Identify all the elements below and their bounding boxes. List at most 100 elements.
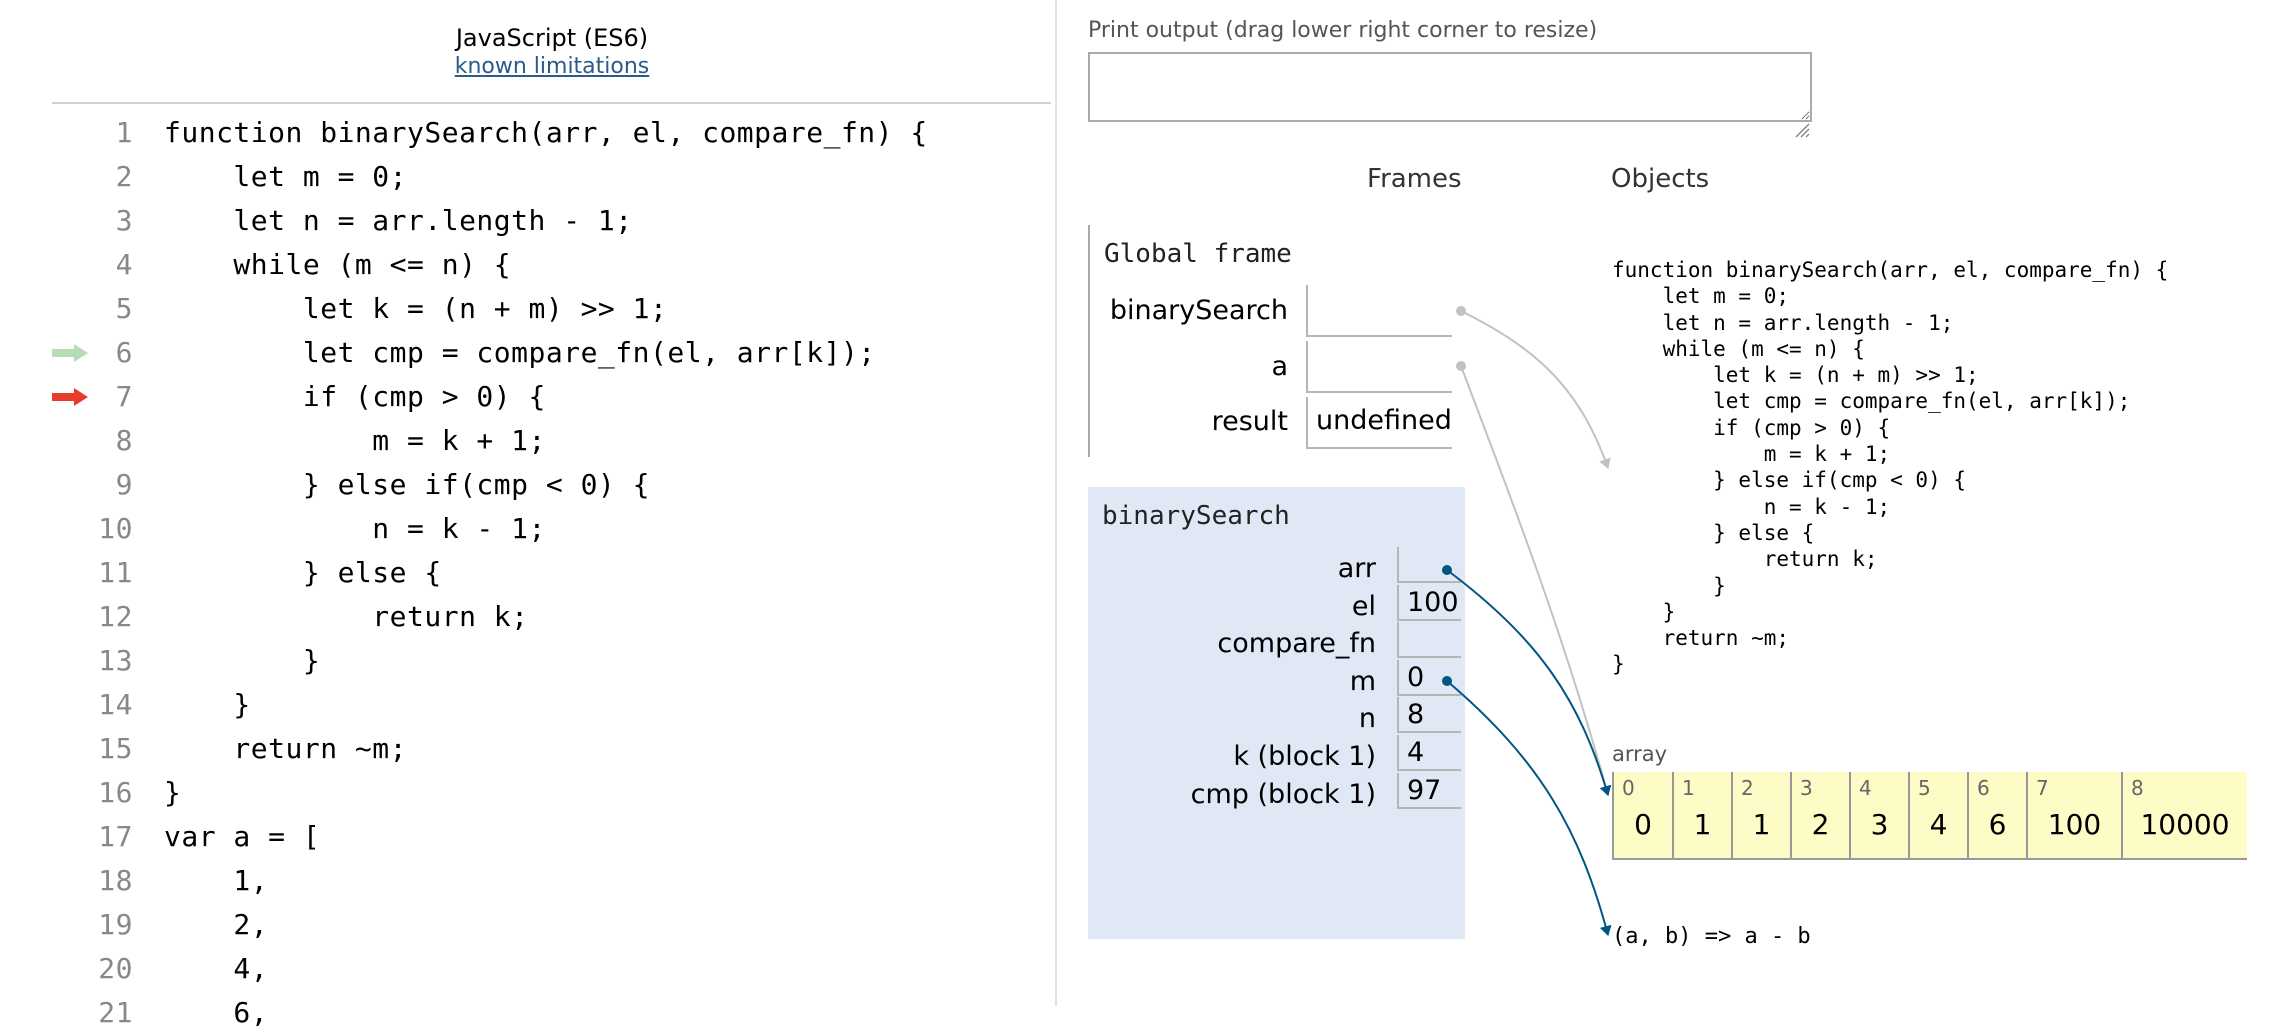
array-index: 3 — [1800, 776, 1813, 800]
frame-var-name: cmp (block 1) — [1190, 778, 1376, 810]
frame-var-value: 4 — [1397, 735, 1461, 771]
code-line: 5 let k = (n + m) >> 1; — [0, 287, 1050, 331]
code-line: 13 } — [0, 639, 1050, 683]
line-number[interactable]: 2 — [115, 160, 133, 193]
var-name-result: result — [1211, 406, 1288, 437]
line-number[interactable]: 16 — [98, 776, 133, 809]
array-index: 0 — [1622, 776, 1635, 800]
global-frame: Global frame binarySearch a result undef… — [1088, 225, 1452, 457]
line-number[interactable]: 20 — [98, 952, 133, 985]
array-value: 3 — [1870, 808, 1889, 841]
line-number[interactable]: 3 — [115, 204, 133, 237]
code-text: } else { — [164, 556, 442, 589]
code-text: 4, — [164, 952, 269, 985]
line-number[interactable]: 21 — [98, 996, 133, 1029]
code-text: function binarySearch(arr, el, compare_f… — [164, 116, 928, 149]
code-line: 1 function binarySearch(arr, el, compare_… — [0, 111, 1050, 155]
pointer-arr-to-array — [1446, 569, 1612, 796]
code-line: 20 4, — [0, 947, 1050, 991]
line-number[interactable]: 1 — [115, 116, 133, 149]
language-title: JavaScript (ES6) — [455, 24, 649, 52]
line-number[interactable]: 11 — [98, 556, 133, 589]
code-text: } — [164, 776, 182, 809]
objects-header: Objects — [1611, 164, 1710, 194]
frames-header: Frames — [1367, 164, 1462, 194]
array-value: 2 — [1811, 808, 1830, 841]
line-number[interactable]: 9 — [115, 468, 133, 501]
frame-var-name: compare_fn — [1217, 628, 1376, 660]
code-line: 3 let n = arr.length - 1; — [0, 199, 1050, 243]
line-number[interactable]: 6 — [115, 336, 133, 369]
var-value-binarysearch — [1306, 285, 1452, 337]
resize-grip-icon[interactable] — [1794, 122, 1810, 138]
code-text: } else if(cmp < 0) { — [164, 468, 651, 501]
code-line: 4 while (m <= n) { — [0, 243, 1050, 287]
pointer-a-to-array — [1460, 365, 1612, 796]
code-text: return k; — [164, 600, 529, 633]
prev-line-arrow-icon — [52, 344, 88, 362]
code-text: 2, — [164, 908, 269, 941]
array-index: 6 — [1977, 776, 1990, 800]
var-name-binarysearch: binarySearch — [1109, 295, 1288, 326]
binarysearch-frame-title: binarySearch — [1102, 501, 1290, 531]
line-number[interactable]: 17 — [98, 820, 133, 853]
code-text: while (m <= n) { — [164, 248, 512, 281]
line-number[interactable]: 4 — [115, 248, 133, 281]
line-number[interactable]: 8 — [115, 424, 133, 457]
breakpoint-gutter[interactable] — [50, 331, 90, 375]
line-number[interactable]: 5 — [115, 292, 133, 325]
code-text: let m = 0; — [164, 160, 408, 193]
code-text: let n = arr.length - 1; — [164, 204, 633, 237]
frame-var-name: m — [1349, 665, 1376, 697]
code-line: 19 2, — [0, 903, 1050, 947]
line-number[interactable]: 18 — [98, 864, 133, 897]
code-line: 21 6, — [0, 991, 1050, 1035]
frame-var-name: k (block 1) — [1233, 741, 1376, 772]
code-line: 14 } — [0, 683, 1050, 727]
known-limitations-link[interactable]: known limitations — [454, 54, 650, 79]
code-line: 7 if (cmp > 0) { — [0, 375, 1050, 419]
array-index: 8 — [2131, 776, 2144, 800]
array-index: 4 — [1859, 776, 1872, 800]
pane-divider[interactable] — [1055, 0, 1057, 1006]
line-number[interactable]: 19 — [98, 908, 133, 941]
code-text: m = k + 1; — [164, 424, 546, 457]
global-frame-title: Global frame — [1104, 239, 1292, 269]
code-line: 6 let cmp = compare_fn(el, arr[k]); — [0, 331, 1050, 375]
function-object: function binarySearch(arr, el, compare_f… — [1612, 258, 2169, 677]
array-object-label: array — [1612, 742, 1668, 766]
array-value: 4 — [1929, 808, 1948, 841]
var-value-result: undefined — [1306, 397, 1452, 449]
frame-var-name: arr — [1337, 553, 1376, 584]
print-output-box[interactable] — [1088, 52, 1812, 122]
frame-var-name: el — [1351, 590, 1376, 622]
breakpoint-gutter[interactable] — [50, 375, 90, 419]
line-number[interactable]: 7 — [115, 380, 133, 413]
line-number[interactable]: 15 — [98, 732, 133, 765]
var-value-a — [1306, 341, 1452, 393]
code-line: 10 n = k - 1; — [0, 507, 1050, 551]
code-text: let k = (n + m) >> 1; — [164, 292, 668, 325]
code-pane: JavaScript (ES6) known limitations 1 func… — [0, 0, 1055, 1029]
code-line: 18 1, — [0, 859, 1050, 903]
code-text: 6, — [164, 996, 269, 1029]
line-number[interactable]: 14 — [98, 688, 133, 721]
code-separator — [52, 102, 1051, 104]
line-number[interactable]: 10 — [98, 512, 133, 545]
code-line: 9 } else if(cmp < 0) { — [0, 463, 1050, 507]
array-value: 1 — [1752, 808, 1771, 841]
array-value: 0 — [1634, 808, 1652, 841]
line-number[interactable]: 13 — [98, 644, 133, 677]
print-output-label: Print output (drag lower right corner to… — [1088, 18, 1598, 43]
code-text: let cmp = compare_fn(el, arr[k]); — [164, 336, 876, 369]
frame-var-value: 97 — [1397, 772, 1461, 809]
code-text: var a = [ — [164, 820, 321, 853]
line-number[interactable]: 12 — [98, 600, 133, 633]
code-line: 15 return ~m; — [0, 727, 1050, 771]
